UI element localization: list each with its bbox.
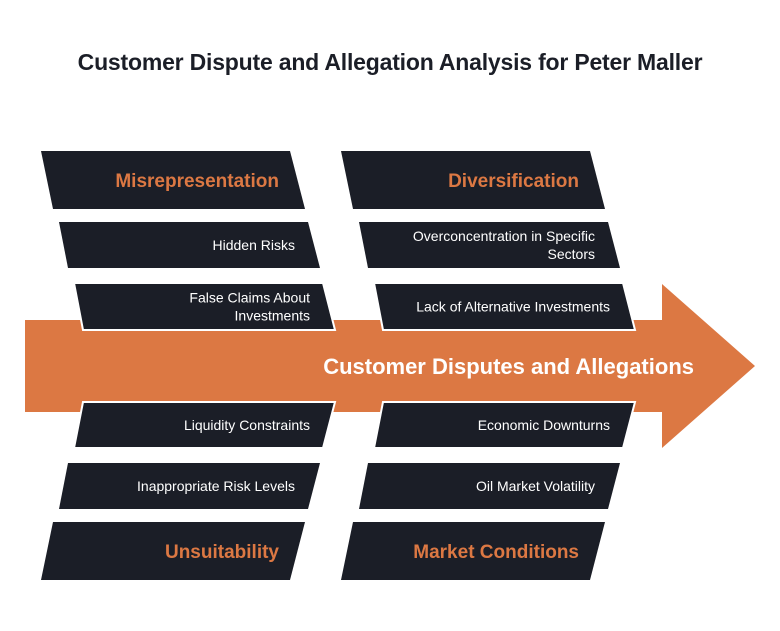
cause-label-line: Liquidity Constraints (184, 417, 310, 433)
category-label: Misrepresentation (115, 171, 279, 192)
spine-label: Customer Disputes and Allegations (323, 354, 694, 379)
category-box (41, 522, 305, 580)
cause-label-line: Hidden Risks (213, 237, 295, 253)
cause-label-line: Lack of Alternative Investments (416, 299, 610, 315)
cause-label-line: Economic Downturns (478, 417, 610, 433)
cause-box (72, 282, 337, 331)
cause-label: Economic Downturns (478, 417, 610, 433)
cause-label-line: Oil Market Volatility (476, 478, 595, 494)
diagram-title: Customer Dispute and Allegation Analysis… (77, 49, 703, 75)
cause-box (359, 463, 620, 509)
cause-label: Oil Market Volatility (476, 478, 595, 494)
cause-box (372, 401, 637, 449)
category-box (341, 151, 605, 209)
cause-box (372, 282, 637, 331)
cause-label: Lack of Alternative Investments (416, 299, 610, 315)
cause-label: Inappropriate Risk Levels (137, 478, 295, 494)
cause-label-line: False Claims About (189, 290, 310, 306)
category-box (41, 151, 305, 209)
category-box (341, 522, 605, 580)
cause-box (359, 222, 620, 268)
category-label: Unsuitability (165, 542, 279, 563)
cause-label-line: Overconcentration in Specific (413, 228, 595, 244)
cause-label-line: Sectors (548, 246, 595, 262)
cause-label: Liquidity Constraints (184, 417, 310, 433)
cause-label: Hidden Risks (213, 237, 295, 253)
cause-label-line: Investments (235, 308, 310, 324)
cause-box (59, 463, 320, 509)
cause-label-line: Inappropriate Risk Levels (137, 478, 295, 494)
cause-box (59, 222, 320, 268)
category-label: Diversification (448, 171, 579, 192)
category-label: Market Conditions (413, 542, 579, 563)
cause-box (72, 401, 337, 449)
